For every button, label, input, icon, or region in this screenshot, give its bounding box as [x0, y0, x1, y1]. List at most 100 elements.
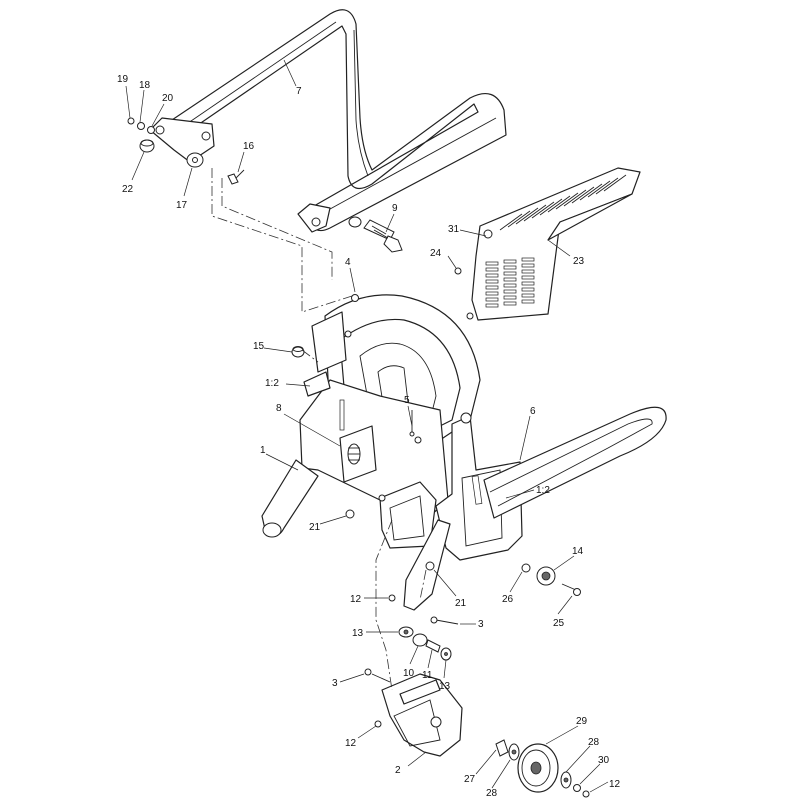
main-housing-1 — [261, 294, 481, 549]
bolt-25 — [561, 583, 581, 596]
callout-16: 16 — [243, 141, 255, 152]
callout-26: 26 — [502, 594, 514, 605]
callout-30: 30 — [598, 755, 610, 766]
callout-18: 18 — [139, 80, 151, 91]
grille-slot — [595, 177, 619, 195]
spacer-10-11 — [412, 633, 441, 653]
grille-slot — [555, 192, 579, 210]
grille-slot — [521, 275, 535, 280]
callout-2: 2 — [395, 765, 401, 776]
bolt-16 — [227, 169, 245, 185]
lower-bracket-2 — [381, 673, 463, 757]
grille-slot — [521, 263, 535, 268]
callout-10: 10 — [403, 668, 415, 679]
callout-4: 4 — [345, 257, 351, 268]
grille-slot — [503, 295, 517, 300]
nut-12-lower-left — [374, 720, 382, 728]
pulley-29 — [517, 743, 559, 793]
grille-slot — [503, 259, 517, 264]
washer-30 — [573, 784, 581, 792]
grille-slot — [503, 277, 517, 282]
callout-28-left: 28 — [486, 788, 498, 799]
callout-12-lower-left: 12 — [345, 738, 357, 749]
callout-11: 11 — [422, 670, 433, 681]
callout-21-right: 21 — [455, 598, 467, 609]
grille-slot — [523, 204, 547, 222]
callout-5: 5 — [404, 395, 410, 406]
grille-slot — [521, 287, 535, 292]
belt-arm-6 — [435, 406, 667, 561]
handle-bar-part — [149, 9, 507, 233]
callout-14: 14 — [572, 546, 584, 557]
bolt-3-lower — [364, 668, 391, 683]
callout-12-upper: 12 — [350, 594, 362, 605]
knob-15 — [291, 346, 305, 358]
grille-slot — [507, 210, 531, 228]
grille-slot — [515, 207, 539, 225]
grille-slot — [503, 265, 517, 270]
callout-31: 31 — [448, 224, 460, 235]
grille-slot — [485, 291, 499, 296]
hardware-19-18-20 — [127, 117, 155, 134]
callout-25: 25 — [553, 618, 565, 629]
callout-3-lower: 3 — [332, 678, 338, 689]
grille-cover-23 — [466, 167, 641, 321]
assembly-centerlines — [211, 168, 427, 691]
grille-slot — [521, 281, 535, 286]
callout-20: 20 — [162, 93, 174, 104]
washer-13-left — [398, 626, 414, 638]
callout-24: 24 — [430, 248, 442, 259]
callout-12-lower-right: 12 — [609, 779, 621, 790]
callout-21-left: 21 — [309, 522, 321, 533]
grille-slot — [587, 180, 611, 198]
callout-3-upper: 3 — [478, 619, 484, 630]
stud-5 — [409, 410, 415, 437]
grille-slot — [521, 299, 535, 304]
callout-13-right: 13 — [439, 681, 451, 692]
callout-6: 6 — [530, 406, 536, 417]
grille-slot — [579, 183, 603, 201]
grille-slot — [503, 271, 517, 276]
nut-12-lower-right — [582, 790, 590, 798]
washer-26 — [521, 563, 531, 573]
grille-slot — [539, 198, 563, 216]
grille-slot — [521, 293, 535, 298]
grille-slot — [485, 267, 499, 272]
callout-leaders — [125, 59, 609, 793]
washer-17 — [186, 152, 204, 168]
grille-slot — [485, 273, 499, 278]
bolt-21-left — [345, 509, 355, 519]
callout-17: 17 — [176, 200, 188, 211]
grille-slot — [485, 303, 499, 308]
screw-24 — [454, 267, 462, 275]
grille-slot — [503, 283, 517, 288]
nut-12-upper — [388, 594, 396, 602]
callout-23: 23 — [573, 256, 585, 267]
grille-slot — [571, 186, 595, 204]
grille-slot — [563, 189, 587, 207]
grille-slot — [547, 195, 571, 213]
callout-29: 29 — [576, 716, 588, 727]
callout-28-right: 28 — [588, 737, 600, 748]
grille-slot — [485, 297, 499, 302]
callout-13-left: 13 — [352, 628, 364, 639]
grille-slot — [499, 213, 523, 231]
callout-27: 27 — [464, 774, 476, 785]
grille-slot — [503, 301, 517, 306]
mid-bracket — [403, 519, 451, 611]
callout-15: 15 — [253, 341, 265, 352]
knob-22 — [139, 139, 155, 153]
washer-28-left — [508, 743, 520, 761]
grille-slot — [485, 279, 499, 284]
callout-7: 7 — [296, 86, 302, 97]
callout-9: 9 — [392, 203, 398, 214]
washer-28-right — [560, 771, 572, 789]
grille-slot — [485, 285, 499, 290]
nut-4 — [351, 294, 359, 302]
callout-22: 22 — [122, 184, 134, 195]
callout-1: 1 — [260, 445, 266, 456]
callout-labels: 19 18 20 7 22 17 16 9 31 24 23 4 15 1:2 … — [117, 74, 621, 799]
grille-slot — [485, 261, 499, 266]
idler-14 — [536, 566, 556, 586]
